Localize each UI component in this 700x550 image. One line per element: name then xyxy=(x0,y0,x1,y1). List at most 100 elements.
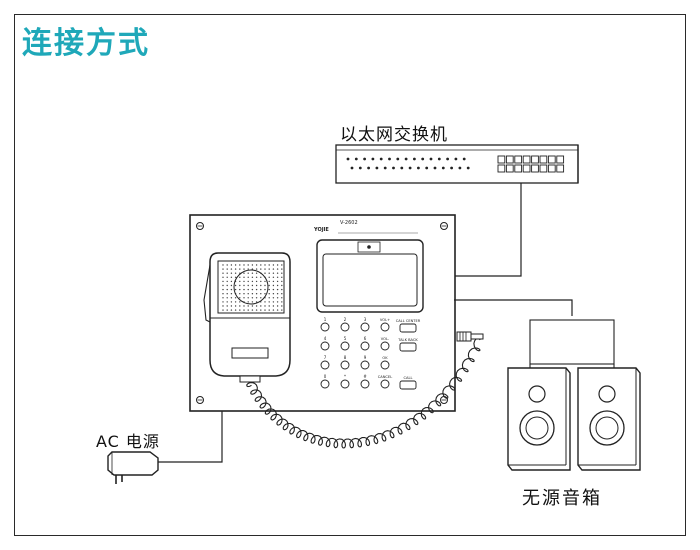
grill-dot xyxy=(239,288,241,291)
switch-label: 以太网交换机 xyxy=(340,125,448,145)
grill-dot xyxy=(255,309,258,311)
grill-dot xyxy=(276,288,279,291)
grill-dot xyxy=(230,276,233,278)
grill-dot xyxy=(281,264,283,266)
grill-dot xyxy=(264,305,266,307)
switch-port-icon xyxy=(522,164,531,173)
call-button[interactable] xyxy=(399,342,417,352)
power-adapter xyxy=(107,451,159,484)
grill-dot xyxy=(276,264,279,266)
function-button[interactable] xyxy=(380,341,390,351)
diagram-frame xyxy=(14,14,686,536)
keypad-button[interactable] xyxy=(340,341,350,351)
keypad-button[interactable] xyxy=(360,360,370,370)
function-button[interactable] xyxy=(380,360,390,370)
grill-dot xyxy=(222,284,224,287)
grill-dot xyxy=(276,293,279,295)
keypad-button[interactable] xyxy=(340,360,350,370)
passive-speaker-right xyxy=(577,367,641,471)
call-button[interactable] xyxy=(399,323,417,333)
grill-dot xyxy=(239,293,241,295)
grill-dot xyxy=(247,293,249,295)
screw-icon xyxy=(196,222,204,230)
screw-icon xyxy=(440,222,448,230)
grill-dot xyxy=(281,305,283,307)
keypad-label: 8 xyxy=(344,355,347,360)
grill-dot xyxy=(247,280,249,283)
grill-dot xyxy=(243,284,245,287)
grill-dot xyxy=(226,272,228,274)
grill-dot xyxy=(222,305,224,307)
switch-led-icon xyxy=(400,166,404,170)
function-label: VOL- xyxy=(381,337,390,341)
function-label: CANCEL xyxy=(378,375,392,379)
grill-dot xyxy=(247,272,249,274)
grill-dot xyxy=(281,280,283,283)
keypad-label: 0 xyxy=(324,374,327,379)
grill-dot xyxy=(272,284,275,287)
keypad-label: 1 xyxy=(324,317,327,322)
switch-port-icon xyxy=(497,164,506,173)
grill-dot xyxy=(281,268,283,270)
switch-led-icon xyxy=(421,157,425,161)
keypad-button[interactable] xyxy=(320,379,330,389)
grill-dot xyxy=(255,293,258,295)
speaker-cable xyxy=(454,299,573,316)
grill-dot xyxy=(268,264,270,266)
grill-dot xyxy=(226,297,228,299)
grill-dot xyxy=(234,297,237,299)
keypad-button[interactable] xyxy=(320,360,330,370)
grill-dot xyxy=(230,305,233,307)
grill-dot xyxy=(234,276,237,278)
switch-port-icon xyxy=(505,164,514,173)
call-button[interactable] xyxy=(399,380,417,390)
grill-dot xyxy=(230,272,233,274)
grill-dot xyxy=(239,305,241,307)
grill-dot xyxy=(243,297,245,299)
keypad-button[interactable] xyxy=(340,379,350,389)
switch-led-icon xyxy=(358,166,362,170)
function-button[interactable] xyxy=(380,322,390,332)
keypad-button[interactable] xyxy=(320,322,330,332)
keypad-button[interactable] xyxy=(360,341,370,351)
power-label: AC 电源 xyxy=(96,432,160,451)
grill-dot xyxy=(234,301,237,303)
grill-dot xyxy=(264,268,266,270)
switch-port-icon xyxy=(539,155,548,164)
network-cable xyxy=(454,183,522,277)
grill-dot xyxy=(268,301,270,303)
keypad-button[interactable] xyxy=(340,322,350,332)
grill-dot xyxy=(222,301,224,303)
grill-dot xyxy=(239,264,241,266)
grill-dot xyxy=(281,276,283,278)
grill-dot xyxy=(260,268,262,270)
grill-dot xyxy=(272,272,275,274)
grill-dot xyxy=(251,305,254,307)
microphone-grill xyxy=(222,264,283,311)
grill-dot xyxy=(281,293,283,295)
grill-dot xyxy=(276,272,279,274)
function-label: OK xyxy=(382,356,388,360)
keypad-button[interactable] xyxy=(360,379,370,389)
grill-dot xyxy=(251,284,254,287)
grill-dot xyxy=(230,264,233,266)
grill-dot xyxy=(251,280,254,283)
grill-dot xyxy=(226,305,228,307)
grill-dot xyxy=(239,309,241,311)
keypad-button[interactable] xyxy=(360,322,370,332)
device-screen xyxy=(316,239,424,313)
grill-dot xyxy=(272,297,275,299)
call-label: TALK BACK xyxy=(397,338,418,342)
call-label: CALL xyxy=(404,376,413,380)
keypad-button[interactable] xyxy=(320,341,330,351)
switch-led-icon xyxy=(354,157,358,161)
grill-dot xyxy=(247,301,249,303)
keypad-label: # xyxy=(363,374,367,379)
grill-dot xyxy=(243,293,245,295)
grill-dot xyxy=(243,305,245,307)
switch-port-icon xyxy=(556,155,565,164)
function-button[interactable] xyxy=(380,379,390,389)
grill-dot xyxy=(222,297,224,299)
switch-led-icon xyxy=(383,166,387,170)
grill-dot xyxy=(272,276,275,278)
